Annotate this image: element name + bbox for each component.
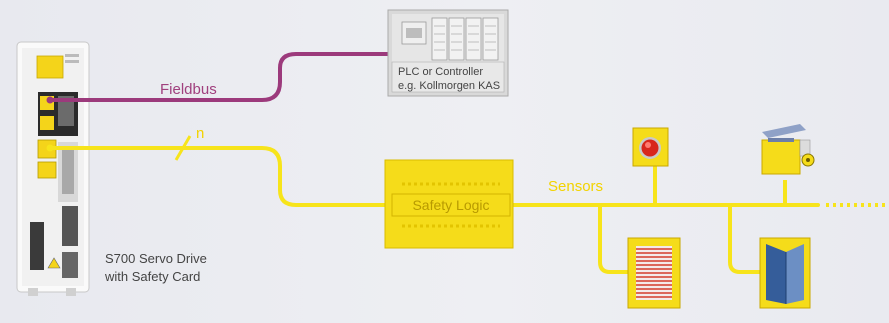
- fieldbus-line: [48, 52, 390, 102]
- light-curtain-icon: [627, 237, 681, 309]
- safety-logic-module: Safety Logic: [384, 159, 514, 249]
- servo-drive: [16, 41, 90, 296]
- n-wire-marker: [174, 135, 192, 161]
- safety-bus-endpoint: [46, 144, 54, 152]
- plc-controller: PLC or Controller e.g. Kollmorgen KAS: [387, 9, 509, 97]
- drive-label-line1: S700 Servo Drive: [105, 251, 207, 266]
- plc-label-line2: e.g. Kollmorgen KAS: [398, 80, 500, 92]
- fieldbus-label: Fieldbus: [160, 81, 217, 98]
- plc-label-line1: PLC or Controller: [398, 66, 483, 78]
- door-switch-icon: [759, 237, 811, 309]
- safety-bus-line: [48, 146, 820, 207]
- emergency-stop-icon: [632, 127, 669, 167]
- branch-door-switch: [728, 205, 760, 274]
- camera-sensor-icon: [761, 124, 815, 175]
- drive-label-line2: with Safety Card: [104, 269, 200, 284]
- n-label: n: [196, 125, 204, 142]
- fieldbus-endpoint: [46, 96, 54, 104]
- sensors-label: Sensors: [548, 178, 603, 195]
- safety-logic-label: Safety Logic: [412, 197, 489, 213]
- branch-light-curtain: [598, 205, 628, 274]
